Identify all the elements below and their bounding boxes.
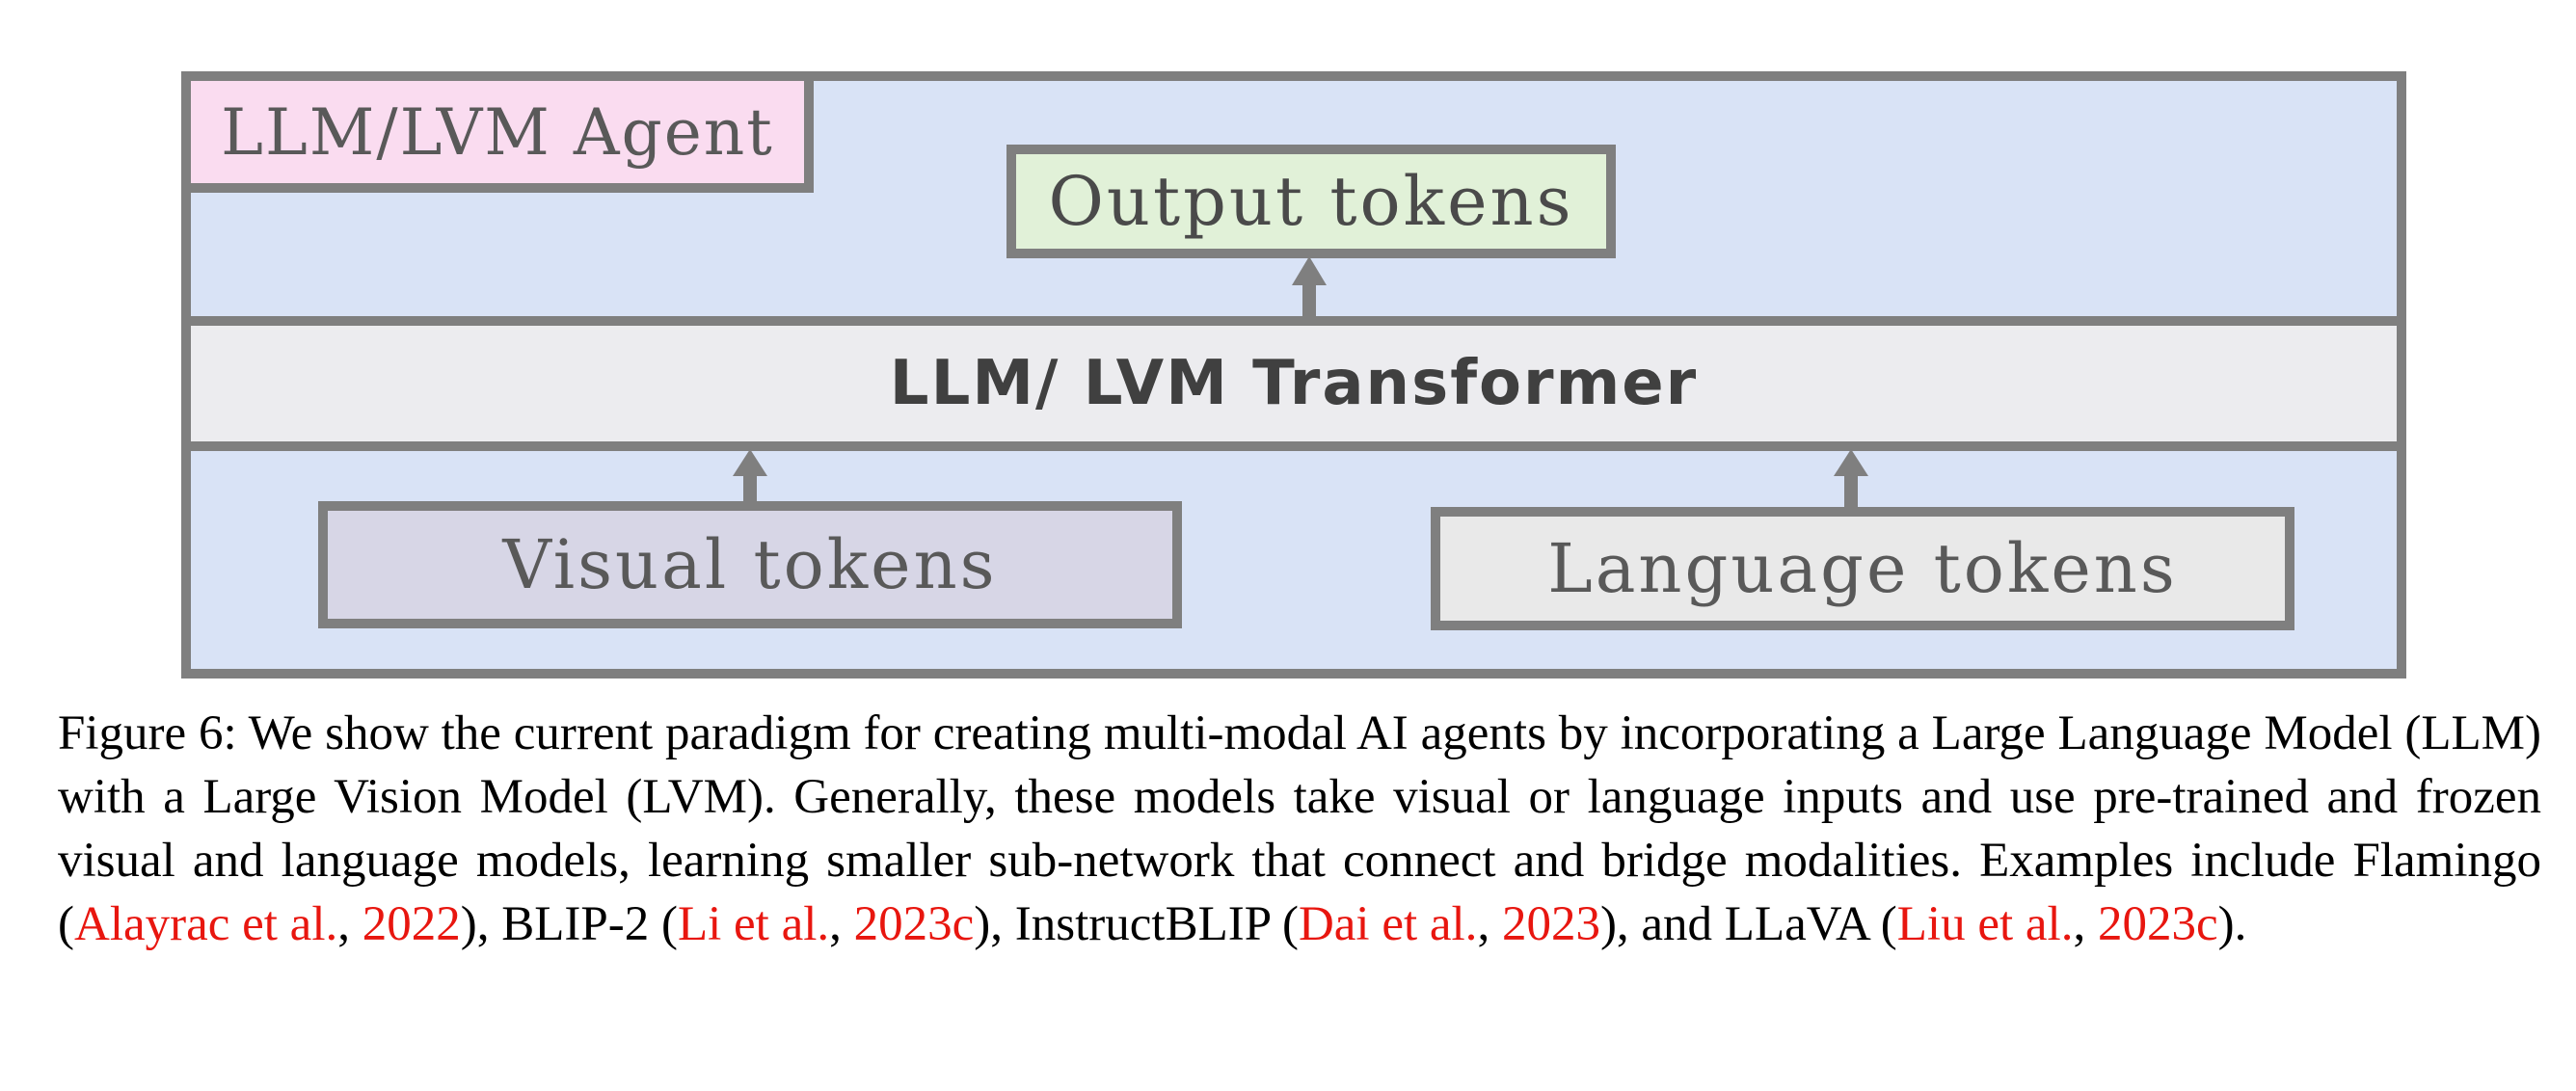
caption-separator: , [2073,897,2098,951]
citation-author[interactable]: Liu et al. [1896,897,2074,951]
citation-year[interactable]: 2023c [853,897,975,951]
citation-author[interactable]: Dai et al. [1298,897,1478,951]
transformer-band: LLM/ LVM Transformer [181,316,2406,451]
citation-year[interactable]: 2023c [2097,897,2218,951]
figure-caption: Figure 6: We show the current paradigm f… [58,702,2541,956]
visual-tokens-text: Visual tokens [502,525,998,604]
caption-separator: , [1477,897,1502,951]
transformer-text: LLM/ LVM Transformer [889,348,1699,419]
arrow-transformer-to-output [1292,256,1327,318]
language-tokens-text: Language tokens [1547,529,2178,608]
visual-tokens-box: Visual tokens [318,501,1182,628]
output-tokens-box: Output tokens [1006,145,1616,258]
caption-text: ). [2217,897,2247,951]
citation-year[interactable]: 2022 [362,897,461,951]
caption-separator: , [829,897,854,951]
caption-text: ), BLIP-2 ( [460,897,678,951]
caption-text: ), and LLaVA ( [1599,897,1897,951]
caption-text: ), InstructBLIP ( [974,897,1299,951]
arrow-language-to-transformer [1834,449,1868,509]
citation-author[interactable]: Li et al. [677,897,830,951]
connector-arrows [733,256,1868,509]
output-tokens-text: Output tokens [1048,162,1574,241]
agent-label: LLM/LVM Agent [181,71,814,193]
citation-author[interactable]: Alayrac et al. [73,897,338,951]
caption-separator: , [337,897,362,951]
arrow-visual-to-transformer [733,449,767,503]
language-tokens-box: Language tokens [1431,507,2294,630]
caption-text: Figure 6: We show the current paradigm f… [58,706,2541,951]
citation-year[interactable]: 2023 [1501,897,1600,951]
agent-label-text: LLM/LVM Agent [221,94,774,170]
